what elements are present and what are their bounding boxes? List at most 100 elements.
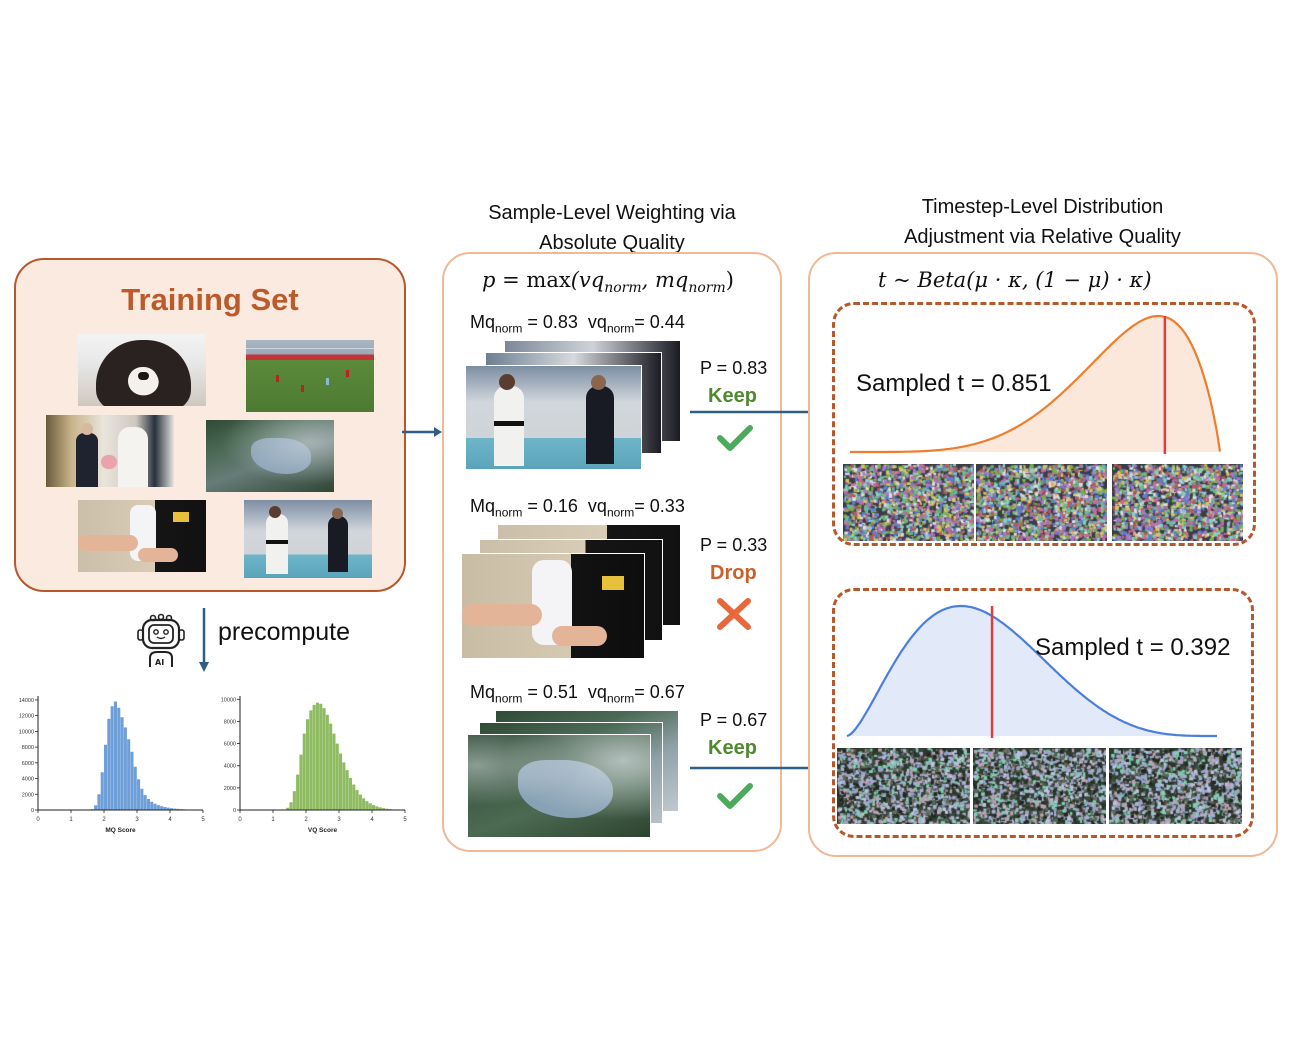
x-tick-label: 4 [168,817,172,823]
formula-vq: (vq [570,268,605,292]
histogram-bar [286,807,290,810]
weighting-heading-line1: Sample-Level Weighting via [488,202,736,224]
histogram-bar [385,808,389,810]
noisy-frame [976,464,1107,541]
x-tick-label: 0 [238,817,242,823]
histogram-bar [100,772,104,810]
thumbnail-lake [206,420,334,492]
noisy-frame [1109,748,1242,824]
beta-distribution-low [846,604,1217,738]
histogram-bar [355,790,359,810]
y-tick-label: 8000 [22,745,34,751]
histogram-bar [312,704,316,810]
histogram-bar [372,805,376,810]
x-tick-label: 3 [135,817,139,823]
beta-formula: t ~ Beta(μ · κ, (1 − μ) · κ) [878,268,1152,292]
precompute-arrow [199,608,209,672]
noisy-frame [843,464,974,541]
histogram-bar [352,784,356,810]
y-tick-label: 4000 [224,764,236,770]
histogram-bar [110,706,114,810]
sample-3-decision: Keep [708,737,757,759]
y-tick-label: 12000 [19,714,34,720]
histogram-bar [292,791,296,810]
sample-2-metrics: Mqnorm = 0.16 vqnorm= 0.33 [470,496,685,520]
y-tick-label: 0 [31,808,34,814]
histogram-bar [153,803,157,810]
histogram-bar [378,807,382,810]
sampled-t-high: Sampled t = 0.851 [856,370,1052,397]
y-tick-label: 0 [233,808,236,814]
histogram-bar [176,808,180,810]
formula-sub-vq: norm [604,280,642,297]
distribution-curve [846,604,1217,738]
weighting-heading-line2: Absolute Quality [539,232,685,254]
distribution-curve [850,314,1222,454]
histogram-bar [113,701,117,810]
weighting-formula: p = max(vqnorm, mqnorm) [482,268,734,296]
noisy-frame [1112,464,1243,541]
beta-distribution-high [850,314,1222,454]
histogram-bar [107,718,111,810]
histogram-bar [104,744,108,810]
histogram-bar [120,717,124,810]
histogram-bar [335,743,339,810]
sample-3-p-value: P = 0.67 [700,710,768,730]
histogram-bar [94,805,98,810]
x-tick-label: 5 [201,817,205,823]
histogram-bar [381,808,385,810]
histogram-bar [319,703,323,810]
histogram-bar [315,702,319,810]
noisy-frame [973,748,1106,824]
histogram-bar [117,707,121,810]
sample-2-p-value: P = 0.33 [700,535,768,555]
histogram-bar [309,710,313,810]
histogram-bar [123,727,127,810]
distribution-box-low [832,588,1254,838]
timestep-heading-line1: Timestep-Level Distribution [921,196,1164,218]
x-tick-label: 5 [403,817,407,823]
sample-1-decision: Keep [708,385,757,407]
histogram-bar [130,751,134,810]
histogram-bar [160,806,164,810]
timestep-heading-line2: Adjustment via Relative Quality [904,226,1181,248]
histogram-bar [362,798,366,810]
training-set-title: Training Set [121,282,299,317]
formula-sub-mq: norm [688,280,726,297]
x-axis-label: MQ Score [105,827,136,834]
formula-mq: , mq [641,268,689,292]
thumbnail-martial-arts [244,500,372,578]
y-tick-label: 4000 [22,777,34,783]
training-set-panel: Training Set [14,258,406,592]
histogram-bar [358,794,362,810]
histogram-bar [173,808,177,810]
histogram-bar [143,795,147,810]
sample-3-metrics: Mqnorm = 0.51 vqnorm= 0.67 [470,682,685,706]
histogram-bar [97,794,101,810]
y-tick-label: 6000 [224,742,236,748]
formula-eq: = [495,268,527,292]
histogram-bar [325,714,329,810]
x-tick-label: 4 [370,817,374,823]
histogram-bar [302,733,306,810]
check-icon [717,783,753,809]
sample-1-p-value: P = 0.83 [700,358,768,378]
noisy-frame [837,748,970,824]
x-tick-label: 1 [69,817,73,823]
histogram-bar [296,774,300,810]
thumbnail-dog [78,334,206,406]
timestep-heading: Timestep-Level Distribution Adjustment v… [820,192,1265,252]
thumbnail-soccer [246,340,374,412]
histogram-bar [289,802,293,810]
histogram-bar [375,806,379,810]
distribution-fill [847,606,1217,736]
histogram-bar [137,779,141,810]
cross-icon [717,598,751,630]
y-tick-label: 8000 [224,719,236,725]
histogram-bar [342,762,346,810]
histogram-bar [365,801,369,810]
y-tick-label: 14000 [19,698,34,704]
x-tick-label: 1 [271,817,275,823]
